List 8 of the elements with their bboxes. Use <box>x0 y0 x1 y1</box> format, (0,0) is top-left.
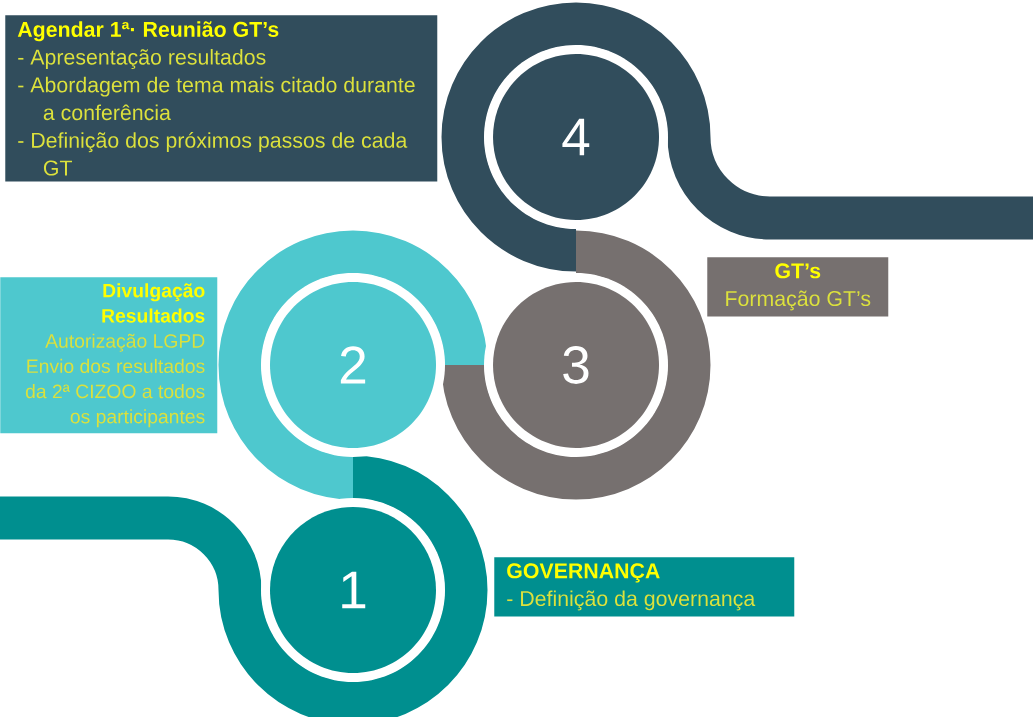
node-label: 2 <box>340 346 366 384</box>
step-box: Agendar 1ª· Reunião GT’s - Apresentação resultados - Abordagem de tema mais citado durante a conferência - Definição dos próximos passos de cada GT <box>5 15 438 182</box>
step-box: GOVERNANÇA - Definição da governança <box>494 557 795 617</box>
node-label: 3 <box>563 346 589 384</box>
step-box: GT’s Formação GT’s <box>707 257 889 317</box>
node-label: 4 <box>562 118 590 156</box>
step-box: Divulgação Resultados Autorização LGPD Envio dos resultados da 2ª CIZOO a todos os participantes <box>0 277 218 434</box>
node-label: 1 <box>342 571 366 609</box>
